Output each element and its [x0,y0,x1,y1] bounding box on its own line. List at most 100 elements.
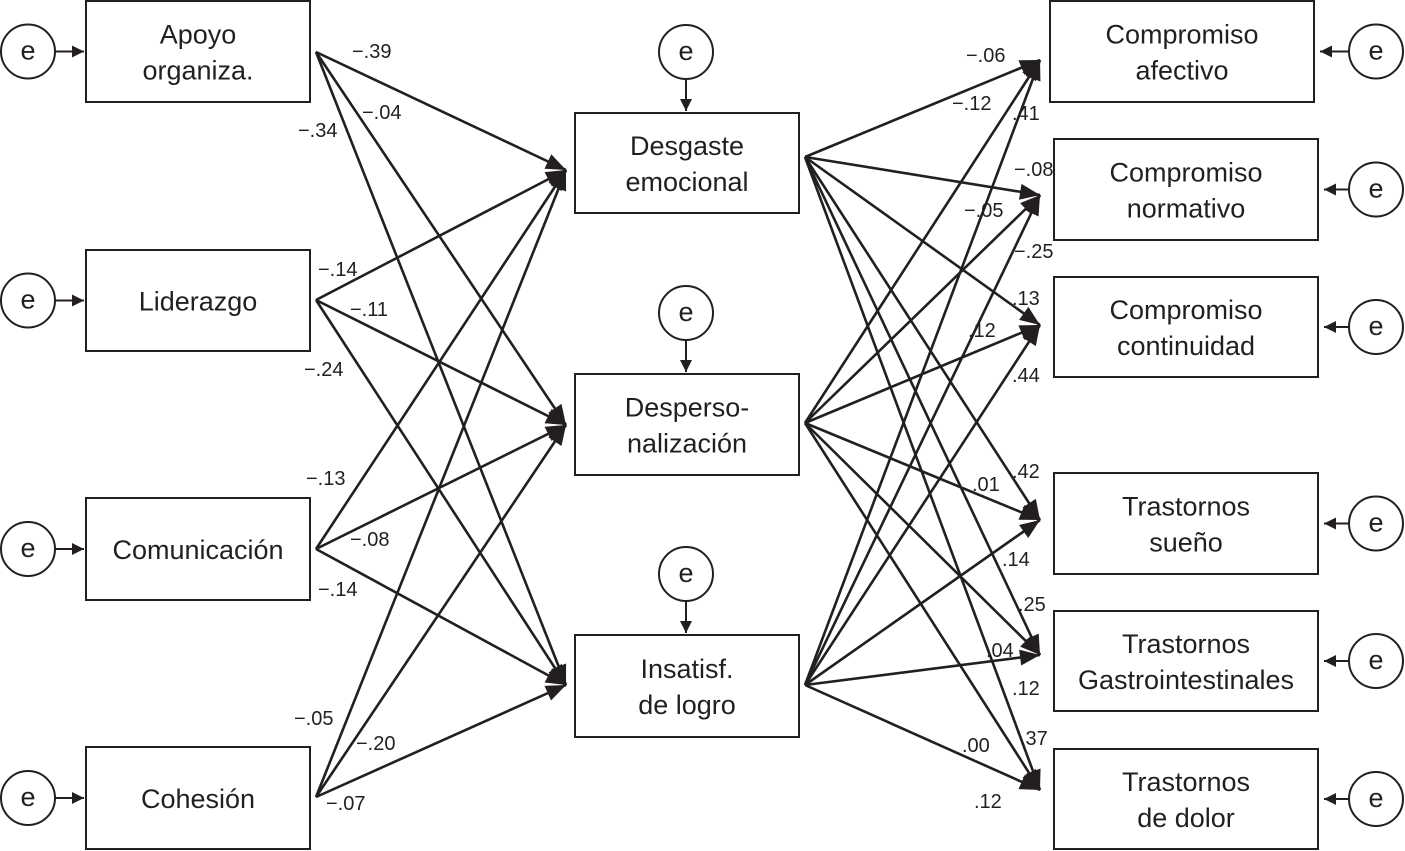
path-comunicacion-despers-coefficient: −.08 [350,529,389,551]
predictor-node-liderazgo: Liderazgo e [0,249,311,352]
mediator-node-desgaste: Desgaste emocional e [574,24,800,214]
path-insatisf-comp_normativo-line [803,194,1042,686]
path-desgaste-tr_gastro-line [803,156,1042,656]
node-label: nalización [627,429,747,459]
path-cohesion-insatisf-coefficient: −.07 [326,793,365,815]
error-label: e [20,36,35,66]
path-desgaste-tr_sueno-line [803,156,1042,521]
path-liderazgo-despers-coefficient: −.11 [350,299,388,321]
node-label: Trastornos [1122,767,1250,797]
error-label: e [1368,645,1383,675]
error-label: e [1368,783,1383,813]
path-insatisf-tr_sueno-coefficient: .14 [1002,549,1030,571]
path-apoyo-desgaste-line [315,50,567,172]
node-label: organiza. [142,56,253,86]
node-label: Gastrointestinales [1078,665,1294,695]
node-label: Compromiso [1109,295,1262,325]
error-label: e [1368,36,1383,66]
error-arrowhead [72,294,84,307]
error-arrowhead [680,621,692,633]
path-desgaste-comp_continuidad-line [804,155,1041,327]
error-circle [658,285,714,341]
node-label: Compromiso [1109,158,1262,188]
node-label: de logro [638,690,736,720]
node-box [574,112,800,214]
error-label: e [678,297,693,327]
path-desgaste-comp_afectivo-arrowhead [1018,60,1040,76]
path-comunicacion-desgaste-line [314,169,568,550]
path-desgaste-tr_sueno-arrowhead [1022,498,1040,520]
error-term-liderazgo: e [0,272,84,329]
error-circle [1348,299,1404,355]
path-apoyo-insatisf-coefficient: −.34 [298,120,337,142]
error-arrowhead [72,792,84,804]
node-box [85,0,311,103]
error-term-apoyo: e [0,23,84,80]
path-apoyo-desgaste-coefficient: −.39 [352,41,391,63]
path-cohesion-insatisf-line [315,683,567,799]
path-liderazgo-insatisf-coefficient: −.24 [304,359,343,381]
error-term-despers: e [658,285,714,372]
path-despers-tr_dolor-line [803,422,1042,791]
path-despers-tr_dolor-arrowhead [1022,768,1040,790]
path-desgaste-comp_continuidad-coefficient: .13 [1012,288,1040,310]
error-label: e [1368,311,1383,341]
error-circle [0,521,56,577]
error-circle [0,770,56,826]
node-label: Liderazgo [139,287,258,317]
path-desgaste-tr_sueno-coefficient: .42 [1012,461,1040,483]
error-arrowhead [1324,321,1336,333]
mediator-node-insatisf: Insatisf. de logro e [574,546,800,738]
error-term-tr_gastro: e [1324,633,1404,689]
path-insatisf-comp_afectivo-line [803,59,1042,686]
node-box [1053,138,1319,241]
path-desgaste-comp_afectivo-coefficient: −.06 [966,45,1005,67]
node-box [1053,472,1319,575]
path-insatisf-comp_afectivo-coefficient: .41 [1012,103,1040,125]
path-despers-tr_gastro-line [804,422,1041,656]
path-despers-tr_gastro-coefficient: .12 [1012,678,1040,700]
path-desgaste-tr_dolor-line [803,156,1042,791]
path-liderazgo-despers-line [315,298,567,427]
path-comunicacion-desgaste-coefficient: −.13 [306,468,345,490]
error-label: e [678,36,693,66]
error-label: e [1368,508,1383,538]
path-desgaste-comp_normativo-line [804,155,1041,197]
node-box [85,497,311,601]
node-label: Insatisf. [640,654,733,684]
error-circle [658,24,714,80]
node-box [574,634,800,738]
path-liderazgo-despers-arrowhead [544,408,566,425]
path-insatisf-tr_dolor-coefficient: .00 [962,735,990,757]
node-label: sueño [1149,528,1223,558]
error-term-tr_sueno: e [1324,495,1404,552]
error-arrowhead [1324,517,1336,530]
path-despers-comp_continuidad-coefficient: .12 [968,320,996,342]
path-apoyo-insatisf-line [314,51,568,686]
node-label: Apoyo [160,20,237,50]
node-label: emocional [625,167,748,197]
error-arrowhead [680,360,692,372]
path-cohesion-insatisf-arrowhead [544,685,566,701]
error-circle [0,272,56,329]
error-circle [1348,771,1404,827]
node-label: afectivo [1135,56,1228,86]
node-label: Desgaste [630,131,744,161]
error-label: e [678,558,693,588]
path-insatisf-comp_afectivo-arrowhead [1025,60,1041,82]
node-box [1053,610,1319,712]
path-despers-comp_normativo-line [804,194,1041,424]
path-desgaste-tr_dolor-coefficient: .37 [1020,728,1048,750]
error-term-comp_continuidad: e [1324,299,1404,355]
path-lines [314,50,1042,799]
predictor-node-apoyo: Apoyo organiza. e [0,0,311,103]
path-insatisf-comp_continuidad-arrowhead [1022,325,1040,347]
node-box [85,746,311,850]
